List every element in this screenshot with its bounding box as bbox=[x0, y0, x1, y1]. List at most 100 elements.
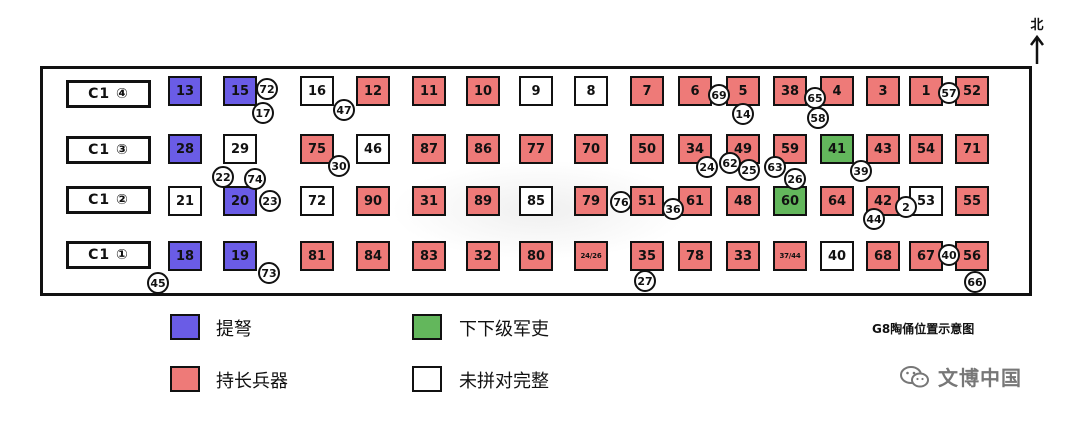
circled-marker: 2 bbox=[895, 196, 917, 218]
figure-cell: 32 bbox=[466, 241, 500, 271]
brand-name: 文博中国 bbox=[938, 366, 1022, 390]
figure-cell: 83 bbox=[412, 241, 446, 271]
circled-marker: 44 bbox=[863, 208, 885, 230]
figure-cell: 38 bbox=[773, 76, 807, 106]
figure-cell: 64 bbox=[820, 186, 854, 216]
figure-cell: 80 bbox=[519, 241, 553, 271]
figure-cell: 70 bbox=[574, 134, 608, 164]
circled-marker: 39 bbox=[850, 160, 872, 182]
legend-swatch-white bbox=[412, 366, 442, 392]
figure-cell: 5 bbox=[726, 76, 760, 106]
circled-marker: 14 bbox=[732, 103, 754, 125]
figure-cell: 71 bbox=[955, 134, 989, 164]
figure-cell: 46 bbox=[356, 134, 390, 164]
circled-marker: 73 bbox=[258, 262, 280, 284]
legend-label: 提弩 bbox=[216, 319, 252, 340]
circled-marker: 25 bbox=[738, 159, 760, 181]
figure-cell: 11 bbox=[412, 76, 446, 106]
circled-marker: 58 bbox=[807, 107, 829, 129]
figure-cell: 31 bbox=[412, 186, 446, 216]
figure-cell: 51 bbox=[630, 186, 664, 216]
figure-cell: 79 bbox=[574, 186, 608, 216]
wechat-icon bbox=[900, 365, 929, 387]
figure-cell: 75 bbox=[300, 134, 334, 164]
figure-cell: 60 bbox=[773, 186, 807, 216]
figure-cell: 33 bbox=[726, 241, 760, 271]
figure-cell: 24/26 bbox=[574, 241, 608, 271]
circled-marker: 65 bbox=[804, 87, 826, 109]
figure-cell: 72 bbox=[300, 186, 334, 216]
figure-cell: 20 bbox=[223, 186, 257, 216]
circled-marker: 36 bbox=[662, 198, 684, 220]
figure-caption: G8陶俑位置示意图 bbox=[872, 322, 975, 336]
circled-marker: 74 bbox=[244, 168, 266, 190]
circled-marker: 62 bbox=[719, 152, 741, 174]
figure-cell: 55 bbox=[955, 186, 989, 216]
circled-marker: 22 bbox=[212, 166, 234, 188]
figure-cell: 52 bbox=[955, 76, 989, 106]
north-label: 北 bbox=[1030, 18, 1044, 33]
figure-cell: 13 bbox=[168, 76, 202, 106]
figure-cell: 37/44 bbox=[773, 241, 807, 271]
circled-marker: 27 bbox=[634, 270, 656, 292]
figure-cell: 7 bbox=[630, 76, 664, 106]
figure-cell: 21 bbox=[168, 186, 202, 216]
circled-marker: 72 bbox=[256, 78, 278, 100]
figure-cell: 84 bbox=[356, 241, 390, 271]
figure-cell: 81 bbox=[300, 241, 334, 271]
figure-cell: 54 bbox=[909, 134, 943, 164]
circled-marker: 17 bbox=[252, 102, 274, 124]
figure-cell: 29 bbox=[223, 134, 257, 164]
circled-marker: 47 bbox=[333, 99, 355, 121]
c1-label-row-3: C1 ② bbox=[66, 186, 151, 214]
figure-diagram: 北 C1 ④ C1 ③ C1 ② C1 ① 13 15 16 12 11 10 … bbox=[40, 14, 1048, 296]
figure-cell: 3 bbox=[866, 76, 900, 106]
figure-cell: 40 bbox=[820, 241, 854, 271]
figure-cell: 43 bbox=[866, 134, 900, 164]
circled-marker: 45 bbox=[147, 272, 169, 294]
c1-label-row-4: C1 ① bbox=[66, 241, 151, 269]
north-indicator: 北 bbox=[1026, 14, 1048, 64]
figure-cell: 16 bbox=[300, 76, 334, 106]
circled-marker: 66 bbox=[964, 271, 986, 293]
figure-cell: 35 bbox=[630, 241, 664, 271]
circled-marker: 57 bbox=[938, 82, 960, 104]
figure-cell: 90 bbox=[356, 186, 390, 216]
figure-cell: 86 bbox=[466, 134, 500, 164]
north-arrow-icon bbox=[1030, 34, 1044, 64]
figure-cell: 56 bbox=[955, 241, 989, 271]
legend-swatch-red bbox=[170, 366, 200, 392]
figure-cell: 87 bbox=[412, 134, 446, 164]
circled-marker: 23 bbox=[259, 190, 281, 212]
circled-marker: 26 bbox=[784, 168, 806, 190]
figure-cell: 50 bbox=[630, 134, 664, 164]
figure-cell: 77 bbox=[519, 134, 553, 164]
figure-cell: 28 bbox=[168, 134, 202, 164]
figure-cell: 8 bbox=[574, 76, 608, 106]
legend-swatch-blue bbox=[170, 314, 200, 340]
figure-cell: 48 bbox=[726, 186, 760, 216]
circled-marker: 40 bbox=[938, 244, 960, 266]
circled-marker: 24 bbox=[696, 156, 718, 178]
legend-label: 下下级军吏 bbox=[459, 319, 549, 340]
figure-cell: 18 bbox=[168, 241, 202, 271]
circled-marker: 30 bbox=[328, 155, 350, 177]
c1-label-row-2: C1 ③ bbox=[66, 136, 151, 164]
legend-swatch-green bbox=[412, 314, 442, 340]
figure-cell: 15 bbox=[223, 76, 257, 106]
figure-cell: 85 bbox=[519, 186, 553, 216]
figure-cell: 41 bbox=[820, 134, 854, 164]
legend-label: 持长兵器 bbox=[216, 371, 288, 392]
figure-cell: 10 bbox=[466, 76, 500, 106]
c1-label-row-1: C1 ④ bbox=[66, 80, 151, 108]
circled-marker: 63 bbox=[764, 156, 786, 178]
circled-marker: 76 bbox=[610, 191, 632, 213]
figure-cell: 78 bbox=[678, 241, 712, 271]
figure-cell: 19 bbox=[223, 241, 257, 271]
brand-watermark: 文博中国 bbox=[900, 362, 1022, 391]
figure-cell: 89 bbox=[466, 186, 500, 216]
figure-cell: 9 bbox=[519, 76, 553, 106]
legend-label: 未拼对完整 bbox=[459, 371, 549, 392]
figure-cell: 12 bbox=[356, 76, 390, 106]
circled-marker: 69 bbox=[708, 84, 730, 106]
